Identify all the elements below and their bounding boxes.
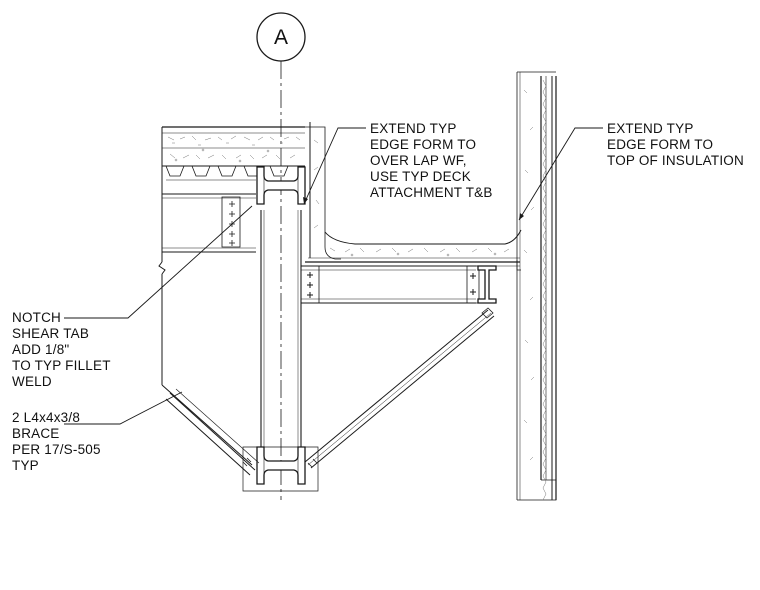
leader-arrows — [303, 197, 524, 220]
left-shear-tab — [222, 197, 240, 247]
grid-bubble-label: A — [274, 26, 288, 49]
right-beam — [301, 266, 479, 303]
note-edge-form-insulation: EXTEND TYP EDGE FORM TO TOP OF INSULATIO… — [607, 121, 744, 168]
left-slab-hatch — [168, 136, 300, 162]
leader-brace — [64, 392, 182, 424]
note-brace: 2 L4x4x3/8 BRACE PER 17/S-505 TYP — [12, 410, 101, 473]
leader-edge-form-left — [304, 128, 366, 204]
leader-edge-form-right — [519, 128, 603, 220]
leader-lines — [64, 128, 603, 424]
center-column — [261, 210, 301, 450]
brace-left — [166, 389, 259, 475]
right-wall — [517, 72, 556, 500]
note-edge-form-overlap: EXTEND TYP EDGE FORM TO OVER LAP WF, USE… — [370, 121, 493, 200]
lower-wf-section — [243, 447, 318, 491]
edge-beam-section — [478, 266, 496, 303]
wall-insulation-pattern — [524, 80, 546, 500]
left-slab — [159, 127, 305, 465]
brace-right — [305, 308, 494, 468]
right-slab-hatch — [314, 140, 509, 256]
grid-line-a: A — [257, 13, 305, 500]
upper-wf-section — [257, 167, 305, 204]
note-notch-shear-tab: NOTCH SHEAR TAB ADD 1/8" TO TYP FILLET W… — [12, 310, 111, 389]
leader-shear-tab — [64, 206, 252, 318]
